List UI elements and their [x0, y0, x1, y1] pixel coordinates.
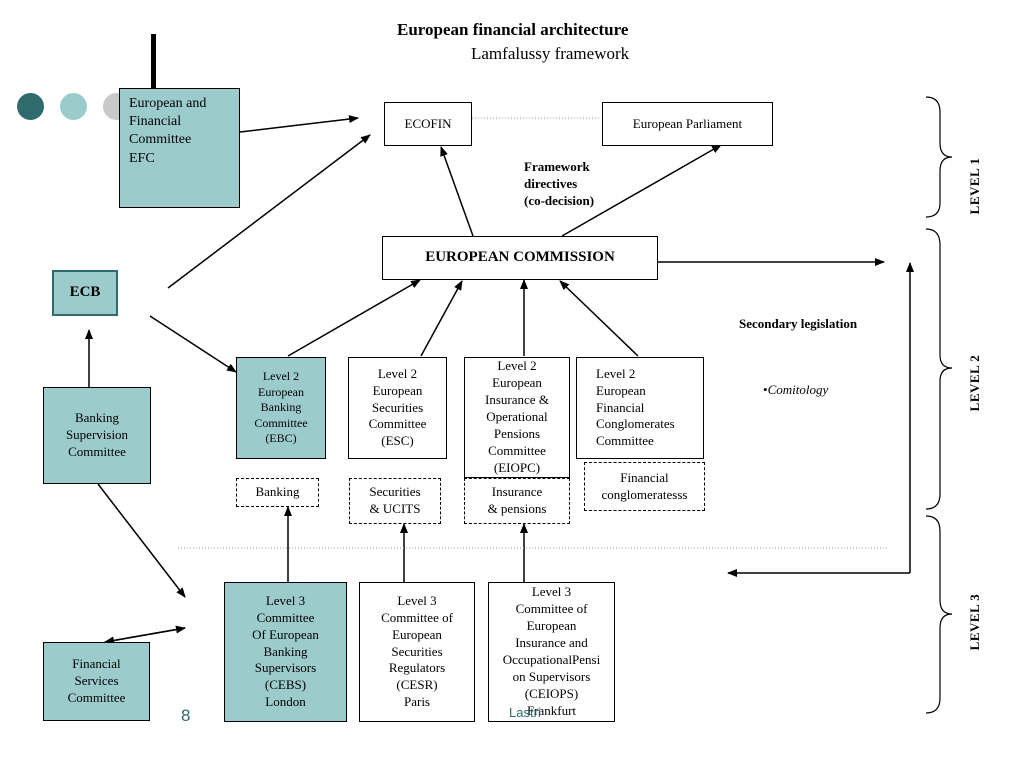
- conglomerates-sector-box: Financial conglomeratesss: [584, 462, 705, 511]
- cesr-box: Level 3 Committee of European Securities…: [359, 582, 475, 722]
- ecb-box: ECB: [52, 270, 118, 316]
- ecofin-box: ECOFIN: [384, 102, 472, 146]
- comitology-label: Comitology: [767, 382, 829, 397]
- ceiops-box: Level 3 Committee of European Insurance …: [488, 582, 615, 722]
- page-number: 8: [181, 706, 191, 725]
- decor-dot-dark: [17, 93, 44, 120]
- european-commission-box: EUROPEAN COMMISSION: [382, 236, 658, 280]
- footer-text: Lastri: [509, 705, 541, 720]
- securities-sector-box: Securities & UCITS: [349, 478, 441, 524]
- comitology-item: •Comitology: [763, 382, 828, 398]
- efc-box: European and Financial Committee EFC: [119, 88, 240, 208]
- decor-bar: [151, 34, 156, 89]
- european-parliament-box: European Parliament: [602, 102, 773, 146]
- level-2-label: LEVEL 2: [967, 354, 982, 412]
- efcc-box: Level 2 European Financial Conglomerates…: [576, 357, 704, 459]
- insurance-sector-box: Insurance & pensions: [464, 478, 570, 524]
- bullet-icon: •: [763, 382, 768, 397]
- slide-subtitle: Lamfalussy framework: [471, 44, 630, 63]
- banking-supervision-committee-box: Banking Supervision Committee: [43, 387, 151, 484]
- decor-dot-light: [60, 93, 87, 120]
- esc-box: Level 2 European Securities Committee (E…: [348, 357, 447, 459]
- framework-directives-label: Framework directives (co-decision): [524, 159, 595, 208]
- eiopc-box: Level 2 European Insurance & Operational…: [464, 357, 570, 478]
- level-3-label: LEVEL 3: [967, 593, 982, 651]
- level-1-label: LEVEL 1: [967, 157, 982, 215]
- banking-sector-box: Banking: [236, 478, 319, 507]
- slide-title: European financial architecture: [397, 20, 629, 39]
- ebc-box: Level 2 European Banking Committee (EBC): [236, 357, 326, 459]
- cebs-box: Level 3 Committee Of European Banking Su…: [224, 582, 347, 722]
- financial-services-committee-box: Financial Services Committee: [43, 642, 150, 721]
- secondary-legislation-label: Secondary legislation: [739, 316, 858, 331]
